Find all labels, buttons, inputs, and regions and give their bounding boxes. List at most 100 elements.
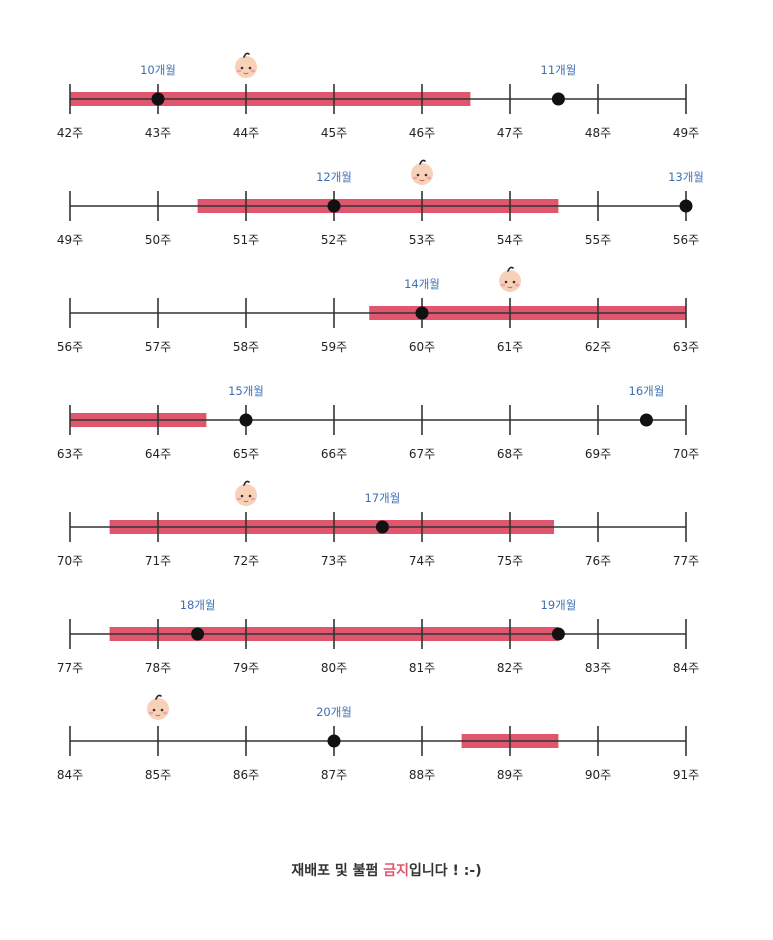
milestone-dot <box>151 92 165 106</box>
baby-face-icon <box>411 163 433 185</box>
baby-hair-icon <box>419 159 426 165</box>
baby-cheek-icon <box>148 711 154 715</box>
month-label: 14개월 <box>404 277 440 291</box>
month-label: 12개월 <box>316 170 352 184</box>
week-label: 71주 <box>145 554 171 568</box>
week-label: 70주 <box>57 554 83 568</box>
week-label: 46주 <box>409 126 435 140</box>
week-label: 61주 <box>497 340 523 354</box>
baby-face-icon <box>147 698 169 720</box>
week-label: 77주 <box>673 554 699 568</box>
baby-hair-icon <box>507 266 514 272</box>
footer-text-before: 재배포 및 불펌 <box>291 863 384 879</box>
week-label: 54주 <box>497 233 523 247</box>
week-label: 86주 <box>233 768 259 782</box>
week-label: 73주 <box>321 554 347 568</box>
baby-cheek-icon <box>250 69 256 73</box>
week-label: 76주 <box>585 554 611 568</box>
baby-mouth-icon <box>507 286 513 289</box>
week-label: 57주 <box>145 340 171 354</box>
milestone-dot <box>239 413 253 427</box>
footer-notice: 재배포 및 불펌 금지입니다 ! :-) <box>0 860 773 880</box>
baby-cheek-icon <box>162 711 168 715</box>
baby-cheek-icon <box>236 497 242 501</box>
baby-cheek-icon <box>250 497 256 501</box>
footer-text-after: 입니다 ! :-) <box>409 863 482 879</box>
week-label: 81주 <box>409 661 435 675</box>
week-label: 50주 <box>145 233 171 247</box>
baby-eye-icon <box>424 173 428 177</box>
week-label: 56주 <box>673 233 699 247</box>
week-label: 53주 <box>409 233 435 247</box>
baby-hair-icon <box>243 480 250 486</box>
week-label: 89주 <box>497 768 523 782</box>
baby-eye-icon <box>152 708 156 712</box>
week-label: 66주 <box>321 447 347 461</box>
week-label: 83주 <box>585 661 611 675</box>
week-label: 44주 <box>233 126 259 140</box>
week-label: 47주 <box>497 126 523 140</box>
baby-hair-icon <box>155 694 162 700</box>
week-label: 74주 <box>409 554 435 568</box>
week-label: 69주 <box>585 447 611 461</box>
week-label: 87주 <box>321 768 347 782</box>
footer-highlight: 금지 <box>383 863 410 879</box>
baby-face-icon <box>499 270 521 292</box>
baby-cheek-icon <box>514 283 520 287</box>
baby-mouth-icon <box>155 714 161 717</box>
week-label: 68주 <box>497 447 523 461</box>
week-label: 77주 <box>57 661 83 675</box>
month-label: 10개월 <box>140 63 176 77</box>
week-label: 45주 <box>321 126 347 140</box>
baby-eye-icon <box>248 494 252 498</box>
baby-mouth-icon <box>419 179 425 182</box>
baby-cheek-icon <box>412 176 418 180</box>
week-label: 52주 <box>321 233 347 247</box>
week-label: 48주 <box>585 126 611 140</box>
baby-cheek-icon <box>500 283 506 287</box>
milestone-dot <box>639 413 653 427</box>
week-label: 80주 <box>321 661 347 675</box>
week-label: 82주 <box>497 661 523 675</box>
week-label: 55주 <box>585 233 611 247</box>
week-label: 62주 <box>585 340 611 354</box>
milestone-dot <box>679 199 693 213</box>
week-label: 49주 <box>57 233 83 247</box>
week-label: 65주 <box>233 447 259 461</box>
month-label: 11개월 <box>541 63 577 77</box>
baby-cheek-icon <box>236 69 242 73</box>
month-label: 19개월 <box>541 598 577 612</box>
week-label: 90주 <box>585 768 611 782</box>
milestone-dot <box>191 627 205 641</box>
baby-eye-icon <box>416 173 420 177</box>
week-label: 72주 <box>233 554 259 568</box>
milestone-dot <box>415 306 429 320</box>
week-label: 43주 <box>145 126 171 140</box>
month-label: 15개월 <box>228 384 264 398</box>
milestone-dot <box>327 199 341 213</box>
milestone-dot <box>551 92 565 106</box>
week-label: 78주 <box>145 661 171 675</box>
baby-eye-icon <box>512 280 516 284</box>
milestone-dot <box>551 627 565 641</box>
baby-eye-icon <box>240 494 244 498</box>
week-label: 58주 <box>233 340 259 354</box>
month-label: 16개월 <box>629 384 665 398</box>
week-label: 75주 <box>497 554 523 568</box>
baby-eye-icon <box>160 708 164 712</box>
week-label: 70주 <box>673 447 699 461</box>
week-label: 88주 <box>409 768 435 782</box>
baby-mouth-icon <box>243 72 249 75</box>
week-label: 59주 <box>321 340 347 354</box>
baby-eye-icon <box>240 66 244 70</box>
week-label: 49주 <box>673 126 699 140</box>
week-label: 85주 <box>145 768 171 782</box>
month-label: 13개월 <box>668 170 704 184</box>
month-label: 17개월 <box>365 491 401 505</box>
month-label: 18개월 <box>180 598 216 612</box>
week-label: 67주 <box>409 447 435 461</box>
milestone-dot <box>327 734 341 748</box>
